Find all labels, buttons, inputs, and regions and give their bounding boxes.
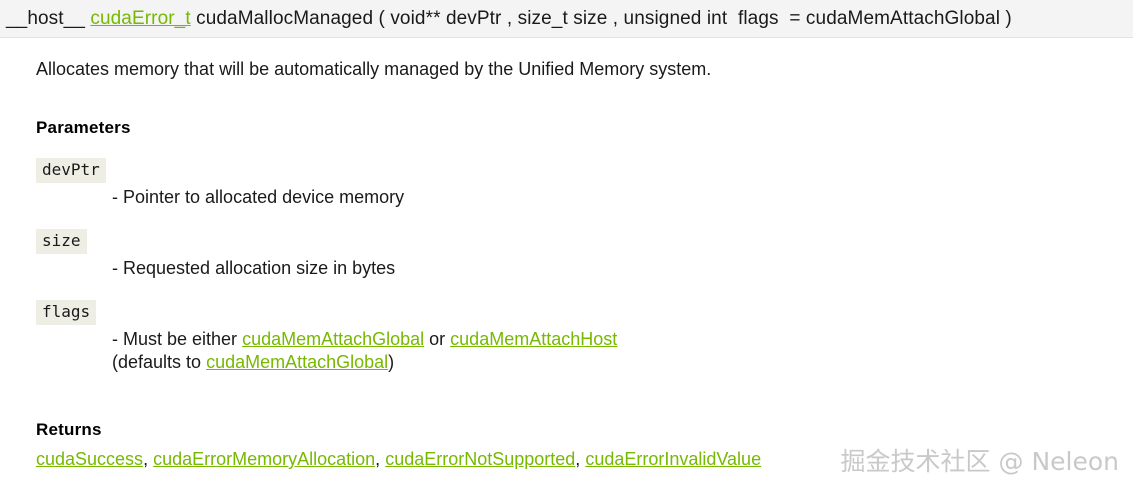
link-cudamemattachglobal-1[interactable]: cudaMemAttachGlobal — [242, 329, 425, 349]
param-dash: - — [112, 258, 123, 278]
param-dash: - — [112, 187, 123, 207]
returns-separator: , — [375, 449, 386, 469]
parameter-name-devptr: devPtr — [36, 158, 106, 183]
function-signature: __host__ cudaError_t cudaMallocManaged (… — [0, 7, 1012, 31]
parameter-item-devptr: devPtr - Pointer to allocated device mem… — [36, 158, 1126, 209]
function-description: Allocates memory that will be automatica… — [36, 59, 712, 79]
link-cudamemattachhost[interactable]: cudaMemAttachHost — [450, 329, 618, 349]
function-signature-bar: __host__ cudaError_t cudaMallocManaged (… — [0, 0, 1133, 38]
returns-heading: Returns — [36, 420, 102, 439]
param-desc-mid: or — [424, 329, 451, 349]
link-cudaError-t[interactable]: cudaError_t — [90, 7, 191, 29]
parameter-description-flags: - Must be either cudaMemAttachGlobal or … — [112, 328, 1126, 374]
parameter-item-size: size - Requested allocation size in byte… — [36, 229, 1126, 280]
param-dash: - — [112, 329, 123, 349]
param-desc-line2-suffix: ) — [388, 352, 395, 372]
param-desc-text: Pointer to allocated device memory — [123, 187, 405, 207]
param-desc-text: Requested allocation size in bytes — [123, 258, 396, 278]
parameter-name-flags: flags — [36, 300, 97, 325]
parameter-name-size: size — [36, 229, 87, 254]
parameters-heading: Parameters — [36, 118, 131, 137]
doc-content: Allocates memory that will be automatica… — [36, 38, 1126, 471]
parameter-description-devptr: - Pointer to allocated device memory — [112, 186, 1126, 209]
param-desc-line2-prefix: (defaults to — [112, 352, 207, 372]
parameter-item-flags: flags - Must be either cudaMemAttachGlob… — [36, 300, 1126, 374]
returns-separator: , — [143, 449, 154, 469]
link-cudaerrorinvalidvalue[interactable]: cudaErrorInvalidValue — [585, 449, 762, 469]
link-cudamemattachglobal-2[interactable]: cudaMemAttachGlobal — [206, 352, 389, 372]
signature-remainder: cudaMallocManaged ( void** devPtr , size… — [190, 7, 1012, 29]
link-cudaerrornotsupported[interactable]: cudaErrorNotSupported — [385, 449, 576, 469]
parameter-description-size: - Requested allocation size in bytes — [112, 257, 1126, 280]
link-cudasuccess[interactable]: cudaSuccess — [36, 449, 144, 469]
returns-list: cudaSuccess, cudaErrorMemoryAllocation, … — [36, 448, 1126, 471]
signature-qualifier: __host__ — [6, 7, 91, 29]
link-cudaerrormemoryallocation[interactable]: cudaErrorMemoryAllocation — [153, 449, 376, 469]
param-desc-prefix: Must be either — [123, 329, 243, 349]
returns-separator: , — [575, 449, 586, 469]
